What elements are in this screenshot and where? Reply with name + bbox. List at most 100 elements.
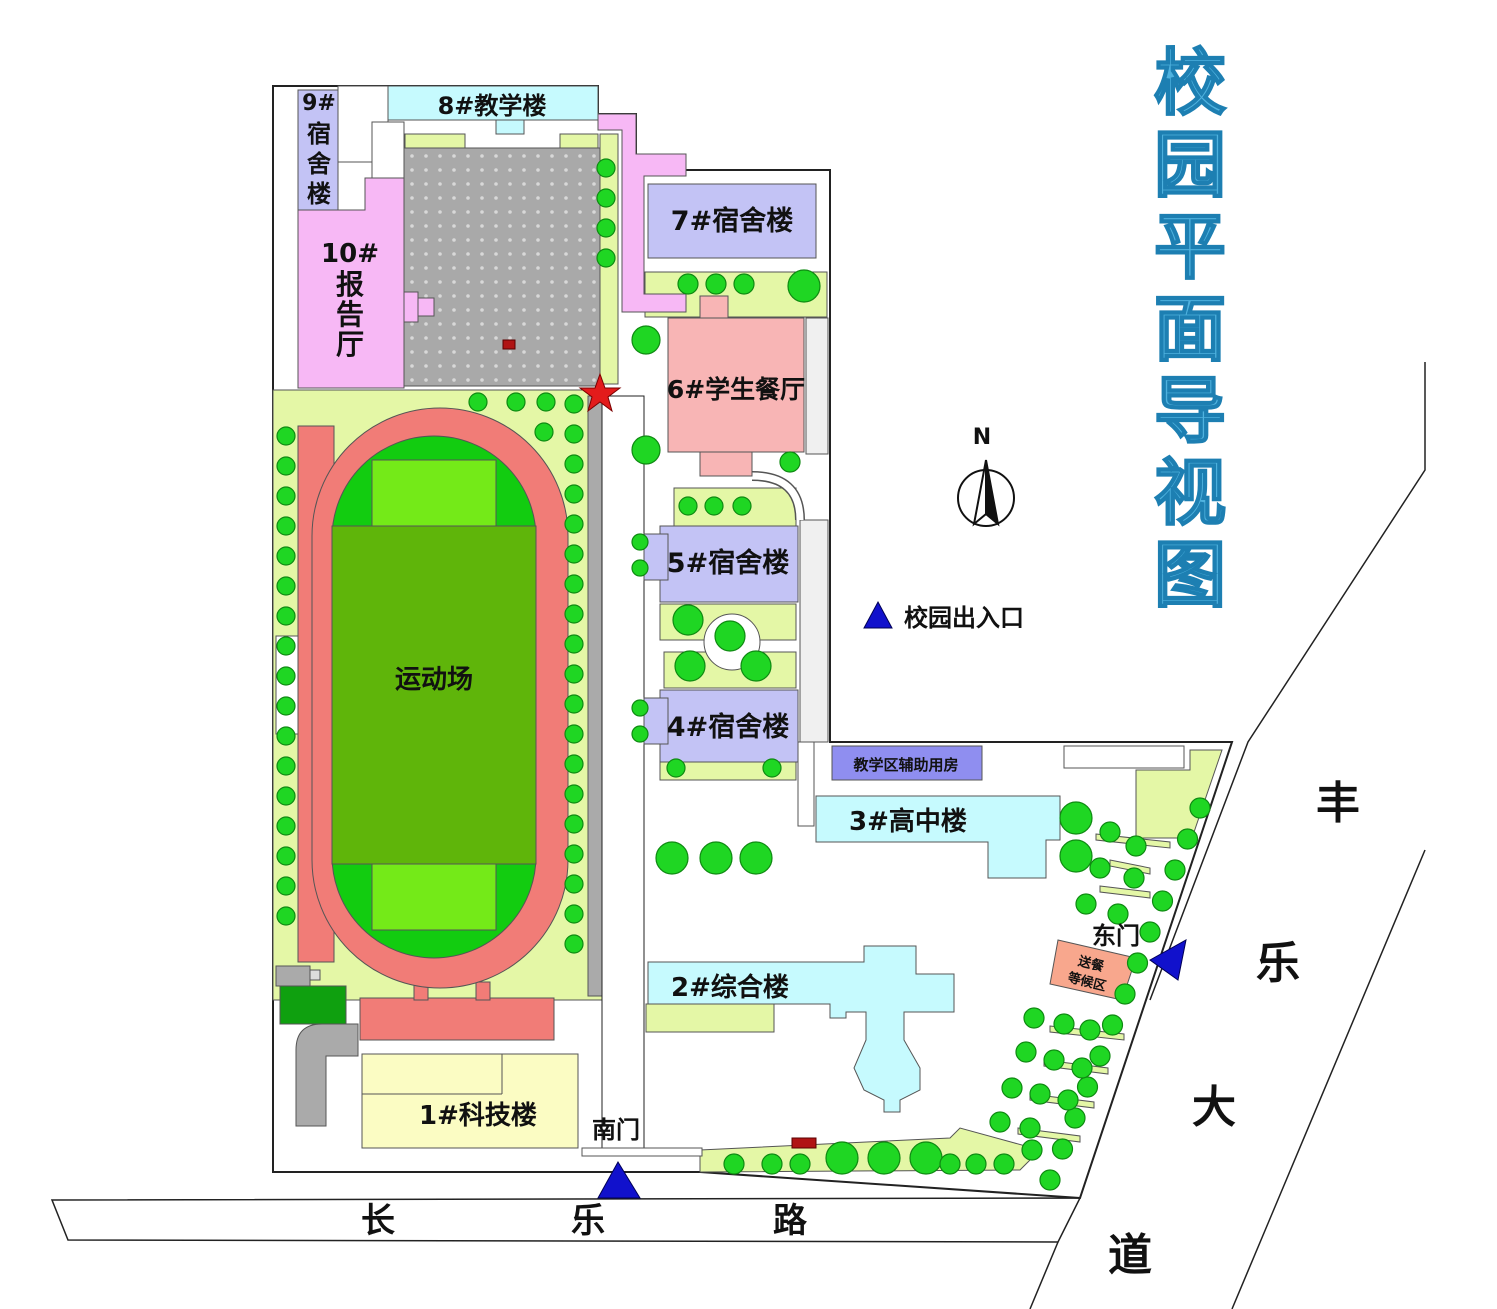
plaza-dot [410, 336, 414, 340]
tree-icon [1043, 1049, 1065, 1071]
plaza-dot [494, 294, 498, 298]
tree-icon [631, 559, 649, 577]
plaza-dot [410, 154, 414, 158]
tree-icon [564, 814, 584, 834]
tree-icon [762, 758, 782, 778]
plaza-dot [452, 182, 456, 186]
plaza-dot [508, 308, 512, 312]
plaza-dot [480, 322, 484, 326]
plaza [403, 147, 601, 387]
track-connector-2 [475, 981, 491, 1001]
plaza-dot [522, 336, 526, 340]
plaza-dot [508, 322, 512, 326]
plaza-dot [480, 336, 484, 340]
plaza-dot [564, 182, 568, 186]
plaza-dot [536, 350, 540, 354]
plaza-dot [410, 168, 414, 172]
plaza-dot [410, 210, 414, 214]
curved-path-inner [751, 472, 804, 521]
tree-icon [276, 576, 296, 596]
plaza-dot [522, 294, 526, 298]
tree-icon [1015, 1041, 1037, 1063]
tree-icon [564, 424, 584, 444]
plaza-dot [424, 280, 428, 284]
building-1 [361, 1053, 579, 1149]
plaza-dot [410, 280, 414, 284]
plaza-dot [578, 196, 582, 200]
plaza-dot [536, 182, 540, 186]
tree-icon [506, 392, 526, 412]
tree-icon [733, 273, 755, 295]
tree-icon [468, 392, 488, 412]
tree-icon [564, 544, 584, 564]
tree-icon [1139, 921, 1161, 943]
tree-icon [789, 1153, 811, 1175]
tree-icon [631, 435, 661, 465]
plaza-dot [522, 154, 526, 158]
tree-icon [1107, 903, 1129, 925]
building-10-annex-2 [417, 297, 435, 317]
plaza-dot [536, 378, 540, 382]
plaza-dot [550, 350, 554, 354]
plaza-dot [522, 182, 526, 186]
title-char-3: 平 [1154, 205, 1226, 289]
tree-icon [276, 456, 296, 476]
tree-icon [1099, 821, 1121, 843]
tree-icon [1079, 1019, 1101, 1041]
plaza-dot [592, 336, 596, 340]
parent-area-label-1: 送餐 [1075, 953, 1106, 975]
plaza-dot [438, 294, 442, 298]
fengle-road-char-4: 道 [1108, 1230, 1152, 1281]
north-arrow: N [957, 425, 1015, 527]
plaza-dot [438, 280, 442, 284]
plaza-dot [522, 350, 526, 354]
plaza-dot [564, 322, 568, 326]
plaza-dot [424, 266, 428, 270]
plaza-dot [410, 322, 414, 326]
plaza-dot [410, 238, 414, 242]
tree-icon [564, 934, 584, 954]
building-10-label-2: 报 [336, 268, 364, 301]
plaza-dot [550, 364, 554, 368]
building-6 [667, 317, 805, 453]
plaza-dot [438, 210, 442, 214]
legend-entrance-label: 校园出入口 [904, 604, 1024, 632]
plaza-dot [564, 252, 568, 256]
roads [50, 362, 1426, 1309]
plaza-dot [564, 280, 568, 284]
plaza-dot [564, 294, 568, 298]
plaza-dot [494, 350, 498, 354]
building-9-label-3: 舍 [307, 150, 332, 178]
plaza-dot [522, 238, 526, 242]
plaza-dot [494, 182, 498, 186]
plaza-dot [424, 378, 428, 382]
plaza-dot [550, 308, 554, 312]
tree-icon [631, 325, 661, 355]
building-white-north-east [1063, 745, 1185, 769]
plaza-dot [466, 280, 470, 284]
plaza-dot [466, 266, 470, 270]
plaza-dot [466, 350, 470, 354]
plaza-dot [578, 294, 582, 298]
plaza-dot [480, 364, 484, 368]
tree-icon [1064, 1107, 1086, 1129]
tree-icon [825, 1141, 859, 1175]
plaza-dot [536, 210, 540, 214]
south-gate-marker-box [791, 1137, 817, 1149]
plaza-dot [508, 224, 512, 228]
plaza-dot [438, 252, 442, 256]
plaza-dot [494, 196, 498, 200]
tree-icon [732, 496, 752, 516]
plaza-dot [522, 378, 526, 382]
plaza-dot [592, 280, 596, 284]
tree-icon [761, 1153, 783, 1175]
plaza-dot [466, 210, 470, 214]
east-gate-entrance-marker [1149, 939, 1187, 981]
tree-icon [1164, 859, 1186, 881]
plaza-dot [550, 224, 554, 228]
plaza-paving [403, 147, 601, 387]
tree-icon [1059, 801, 1093, 835]
east-bench [1099, 885, 1151, 899]
tree-icon [276, 846, 296, 866]
